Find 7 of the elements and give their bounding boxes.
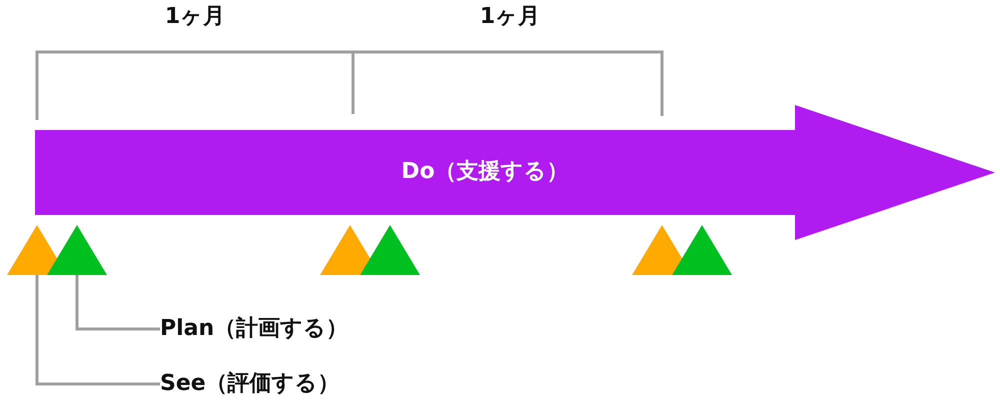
duration-label: 1ヶ月 (480, 6, 540, 28)
duration-label: 1ヶ月 (164, 6, 226, 28)
leader-line (36, 275, 160, 386)
leader-line (76, 275, 160, 330)
arrow-label: Do（支援する） (401, 161, 569, 183)
label-text: Plan（計画する） (160, 318, 348, 340)
label-text: See（評価する） (160, 373, 340, 395)
